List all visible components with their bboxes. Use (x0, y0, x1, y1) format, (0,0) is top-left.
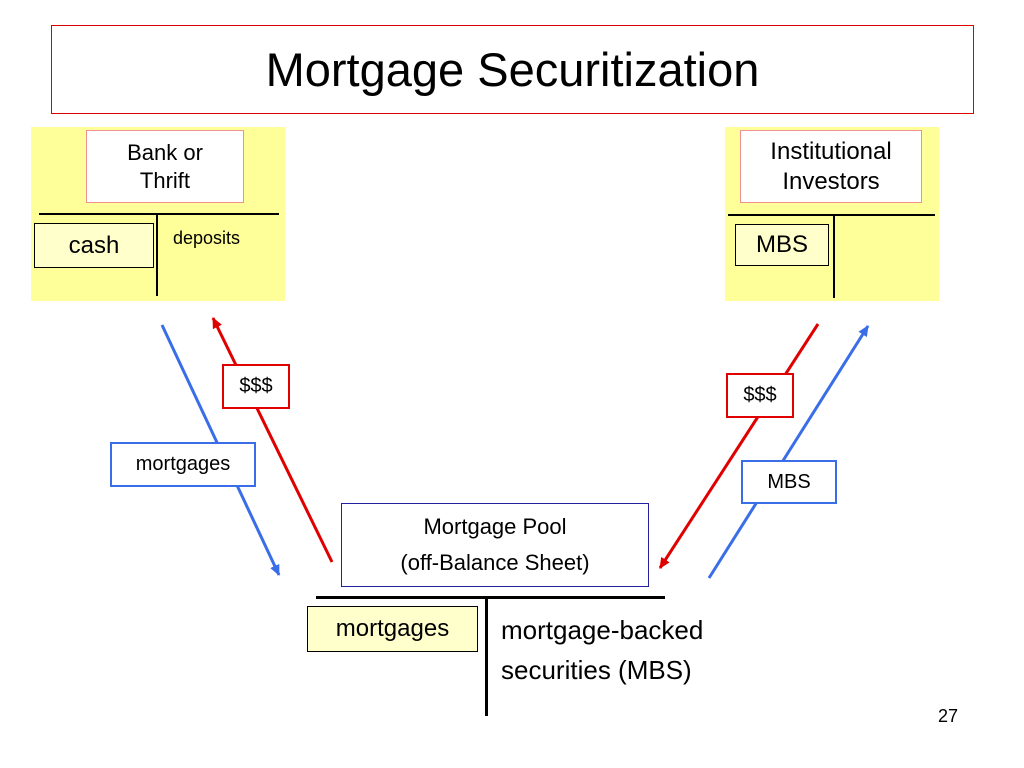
mortgage-pool-box: Mortgage Pool (off-Balance Sheet) (341, 503, 649, 587)
left-mortgages-label-box: mortgages (110, 442, 256, 487)
pool-ledger-divider (485, 596, 488, 716)
right-money-arrow (658, 323, 820, 569)
bank-name-line1: Bank or (127, 140, 203, 165)
page-number: 27 (938, 706, 959, 726)
pool-line2: (off-Balance Sheet) (400, 550, 590, 575)
page-title: Mortgage Securitization (51, 25, 974, 114)
investors-ledger-divider (833, 214, 835, 298)
left-money-label: $$$ (239, 375, 273, 397)
pool-asset-label: mortgages (335, 615, 450, 642)
investors-name-line1: Institutional (770, 137, 892, 165)
investors-ledger-rule (728, 214, 935, 216)
left-mortgages-label: mortgages (135, 453, 231, 475)
left-money-arrow (211, 317, 334, 563)
bank-name-box: Bank or Thrift (86, 130, 244, 203)
bank-ledger-rule (39, 213, 279, 215)
pool-liability-label: mortgage-backed securities (MBS) (501, 610, 703, 691)
investors-name-box: Institutional Investors (740, 130, 922, 203)
right-mbs-label: MBS (767, 470, 811, 493)
title-text: Mortgage Securitization (265, 43, 760, 96)
right-money-label-box: $$$ (726, 373, 794, 418)
pool-asset-cell: mortgages (307, 606, 478, 652)
right-mbs-arrow (707, 325, 870, 579)
right-money-label: $$$ (743, 384, 777, 406)
pool-line1: Mortgage Pool (423, 513, 567, 539)
investors-name-line2: Investors (782, 167, 880, 195)
investors-ledger: Institutional Investors MBS (725, 127, 939, 301)
bank-asset-label: cash (68, 231, 120, 259)
pool-ledger-rule (316, 596, 665, 599)
bank-ledger: Bank or Thrift cash deposits (31, 127, 285, 301)
investors-asset-label: MBS (755, 231, 808, 258)
bank-name-line2: Thrift (139, 167, 191, 193)
pool-liability-line2: securities (MBS) (501, 655, 692, 686)
bank-asset-cell: cash (34, 223, 154, 268)
bank-ledger-divider (156, 213, 158, 296)
left-money-label-box: $$$ (222, 364, 290, 409)
right-mbs-label-box: MBS (741, 460, 837, 504)
investors-asset-cell: MBS (735, 224, 829, 266)
pool-liability-line1: mortgage-backed (501, 615, 704, 645)
bank-liability-label: deposits (173, 228, 241, 248)
